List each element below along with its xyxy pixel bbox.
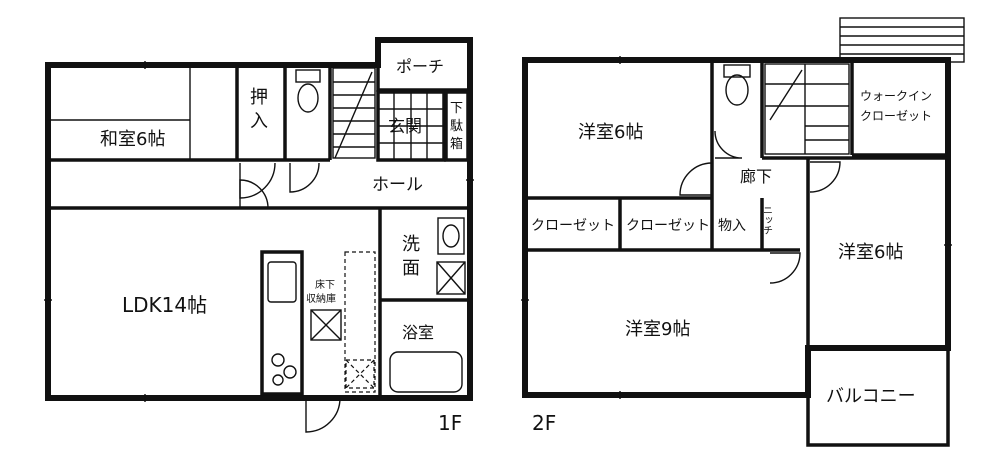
room-label-shoe-a: 下 — [450, 101, 463, 116]
room-label-oshiire-a: 押 — [250, 87, 268, 108]
door-swing-exterior — [305, 397, 341, 433]
room-label-corridor: 廊下 — [740, 167, 772, 186]
room-label-niche: ニッチ — [761, 205, 772, 235]
door-swing-washitsu — [239, 162, 276, 199]
room-label-bath: 浴室 — [402, 323, 434, 342]
washbasin-bowl — [442, 224, 460, 248]
room-label-washitsu: 和室6帖 — [100, 129, 165, 150]
door-swing-toilet — [289, 162, 320, 193]
room-label-shoe-c: 箱 — [450, 136, 463, 152]
balcony-outline — [806, 348, 950, 447]
room-label-porch: ポーチ — [396, 57, 444, 76]
room-label-walkin-b: クローゼット — [860, 109, 932, 123]
bathtub — [389, 351, 463, 393]
room-label-walkin-a: ウォークイン — [860, 89, 932, 103]
room-label-senmen-a: 洗 — [402, 234, 420, 255]
room-label-closet-2: クローゼット — [626, 218, 710, 234]
stairs-2f — [764, 63, 850, 155]
room-label-ldk: LDK14帖 — [122, 293, 207, 317]
pantry-dashed — [344, 251, 376, 393]
shoe-cabinet — [444, 90, 470, 162]
door-swing-western-e — [809, 161, 841, 193]
room-label-oshiire-b: 入 — [250, 111, 268, 132]
door-swing-toilet-2f — [714, 130, 743, 159]
door-swing-western-s — [769, 252, 801, 284]
room-label-western-s: 洋室9帖 — [625, 319, 690, 340]
washbasin — [437, 217, 465, 255]
floor-label-2f: 2F — [532, 411, 556, 435]
room-label-balcony: バルコニー — [826, 386, 916, 407]
door-swing-western-nw — [679, 162, 713, 196]
floor-1-plan: 和室6帖 押 入 ポーチ 玄関 下 駄 箱 ホール LDK14帖 床下 収納庫 … — [44, 37, 474, 435]
window-marks-1f — [44, 61, 474, 402]
room-label-western-nw: 洋室6帖 — [578, 122, 643, 143]
room-label-senmen-b: 面 — [402, 258, 420, 279]
toilet-2f — [723, 64, 751, 106]
floor-label-1f: 1F — [438, 411, 462, 435]
toilet-1f — [295, 69, 321, 113]
washing-machine — [436, 261, 466, 295]
stairs-1f — [332, 67, 376, 159]
roof-hatch — [839, 17, 965, 63]
room-label-storage: 物入 — [718, 218, 746, 234]
window-marks-2f — [521, 56, 952, 399]
room-label-hall: ホール — [372, 175, 423, 195]
room-label-closet-1: クローゼット — [531, 218, 615, 234]
kitchen-counter — [260, 250, 304, 396]
underfloor-storage — [310, 309, 342, 341]
genkan-floor — [376, 90, 446, 162]
room-label-genkan: 玄関 — [388, 117, 422, 137]
room-label-underfloor-a: 床下 — [315, 278, 335, 291]
door-swing-hall — [239, 179, 269, 209]
room-label-shoe-b: 駄 — [450, 119, 463, 134]
porch-outline — [376, 65, 470, 92]
floor-2-plan: 洋室6帖 廊下 ウォークイン クローゼット クローゼット クローゼット 物入 ニ… — [521, 17, 965, 447]
room-label-underfloor-b: 収納庫 — [306, 292, 336, 305]
room-label-western-e: 洋室6帖 — [838, 242, 903, 263]
